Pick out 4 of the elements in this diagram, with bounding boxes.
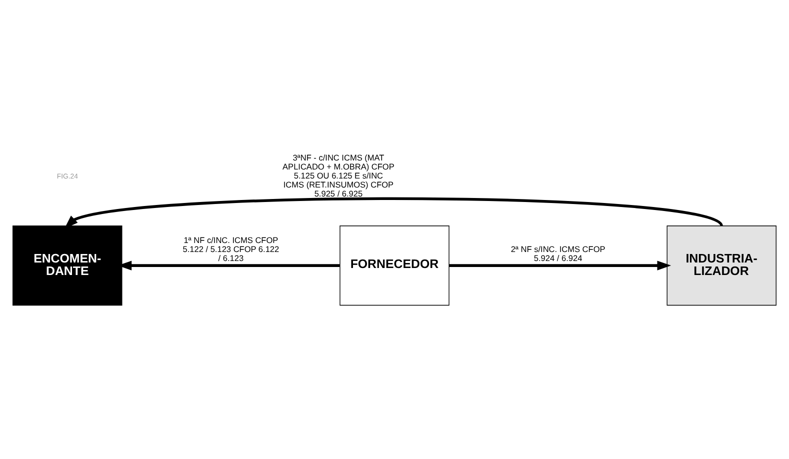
arrow xyxy=(449,260,672,270)
node-box: INDUSTRIA- LIZADOR xyxy=(666,226,776,306)
node-box: FORNECEDOR xyxy=(340,226,450,306)
node-box: ENCOMEN- DANTE xyxy=(12,226,122,306)
